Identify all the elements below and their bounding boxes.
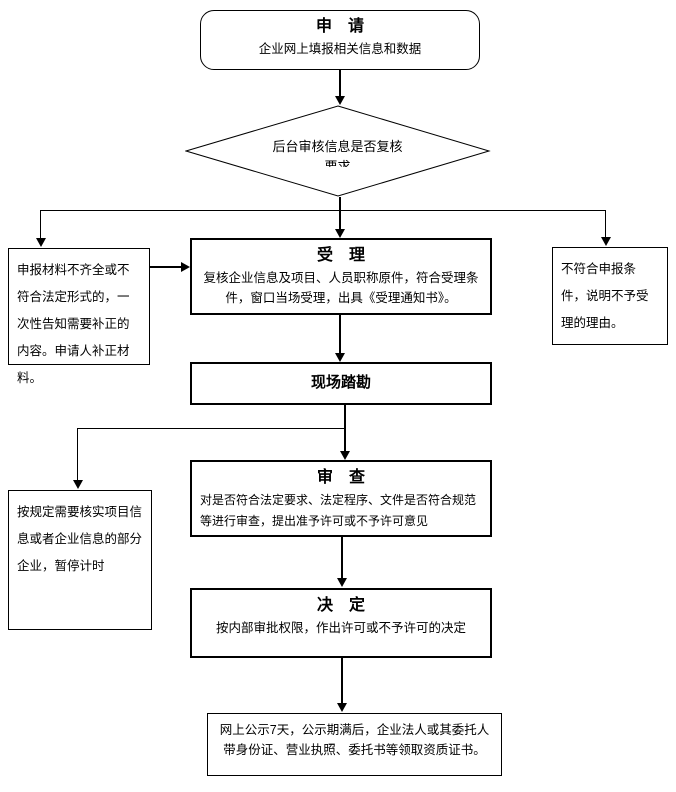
node-decide-title: 决 定 xyxy=(316,597,365,614)
connector-branch-suspend-arrowhead xyxy=(73,480,83,489)
node-correction: 申报材料不齐全或不符合法定形式的，一次性告知需要补正的内容。申请人补正材料。 xyxy=(8,248,150,385)
connector-drop-center-stem xyxy=(339,210,341,230)
connector-decide-final-arrowhead xyxy=(337,703,347,712)
node-apply-title: 申 请 xyxy=(315,18,364,35)
node-accept: 受 理 复核企业信息及项目、人员职称原件，符合受理条件，窗口当场受理，出具《受理… xyxy=(190,238,492,315)
node-review-title: 审 查 xyxy=(316,469,365,486)
connector-drop-right-arrowhead xyxy=(601,237,611,246)
connector-drop-center-arrowhead xyxy=(335,229,345,238)
node-decision-line2: 要求 xyxy=(324,159,351,167)
node-accept-body: 复核企业信息及项目、人员职称原件，符合受理条件，窗口当场受理，出具《受理通知书》… xyxy=(203,271,479,305)
node-review-body: 对是否符合法定要求、法定程序、文件是否符合规范等进行审查，提出准予许可或不予许可… xyxy=(200,493,477,528)
node-decision-line1: 后台审核信息是否复核 xyxy=(272,139,403,154)
connector-branch-suspend-stem xyxy=(77,428,78,481)
connector-drop-right-stem xyxy=(605,210,606,237)
node-apply-body: 企业网上填报相关信息和数据 xyxy=(258,42,422,56)
connector-accept-survey-arrowhead xyxy=(335,353,345,362)
node-suspend-text: 按规定需要核实项目信息或者企业信息的部分企业，暂停计时 xyxy=(17,505,143,573)
node-suspend: 按规定需要核实项目信息或者企业信息的部分企业，暂停计时 xyxy=(8,490,152,630)
connector-drop-left-arrowhead xyxy=(36,238,46,247)
connector-survey-review-stem xyxy=(344,405,346,452)
connector-drop-left-stem xyxy=(40,210,41,238)
node-correction-text: 申报材料不齐全或不符合法定形式的，一次性告知需要补正的内容。申请人补正材料。 xyxy=(17,263,130,385)
node-final: 网上公示7天，公示期满后，企业法人或其委托人带身份证、营业执照、委托书等领取资质… xyxy=(207,713,502,776)
connector-correction-accept-stem xyxy=(150,266,182,268)
node-decide-body: 按内部审批权限，作出许可或不予许可的决定 xyxy=(215,621,466,635)
connector-review-decide-arrowhead xyxy=(337,578,347,587)
node-survey: 现场踏勘 xyxy=(190,362,492,405)
node-decision-text: 后台审核信息是否复核 要求 xyxy=(185,137,490,167)
connector-correction-accept-arrowhead xyxy=(181,262,190,272)
connector-distribution-line xyxy=(40,210,606,211)
node-review: 审 查 对是否符合法定要求、法定程序、文件是否符合规范等进行审查，提出准予许可或… xyxy=(190,460,492,537)
connector-accept-survey-stem xyxy=(339,315,341,354)
node-decision-shape xyxy=(185,105,491,197)
connector-survey-review-arrowhead xyxy=(340,451,350,460)
node-apply: 申 请 企业网上填报相关信息和数据 xyxy=(200,10,480,70)
connector-decision-stem xyxy=(339,197,341,211)
node-reject-text: 不符合申报条件，说明不予受理的理由。 xyxy=(561,262,649,330)
node-final-text: 网上公示7天，公示期满后，企业法人或其委托人带身份证、营业执照、委托书等领取资质… xyxy=(219,723,490,757)
node-decide: 决 定 按内部审批权限，作出许可或不予许可的决定 xyxy=(190,588,492,658)
node-accept-title: 受 理 xyxy=(316,247,365,264)
node-survey-title: 现场踏勘 xyxy=(310,374,371,391)
node-reject: 不符合申报条件，说明不予受理的理由。 xyxy=(552,247,668,345)
connector-branch-horizontal xyxy=(77,428,345,429)
connector-apply-decision-stem xyxy=(339,70,341,97)
connector-review-decide-stem xyxy=(341,537,343,579)
connector-decide-final-stem xyxy=(341,658,343,704)
connector-apply-decision-arrowhead xyxy=(335,96,345,105)
